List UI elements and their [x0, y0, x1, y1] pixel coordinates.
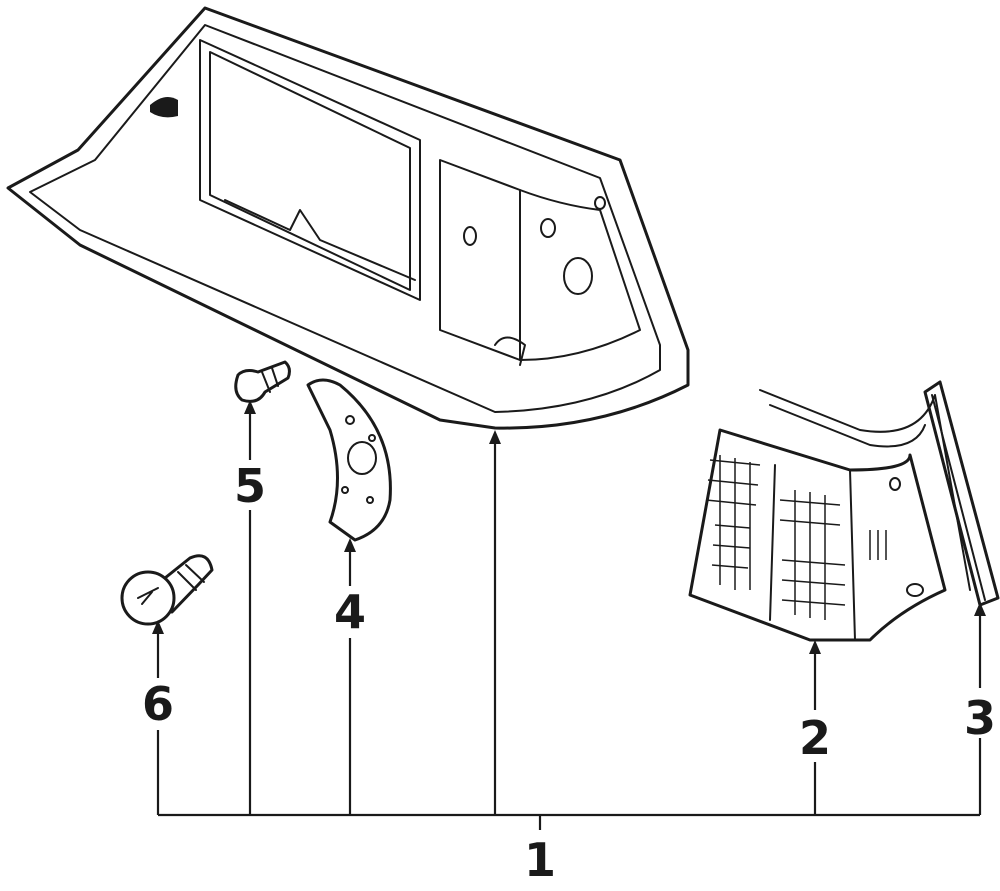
callout-2: 2 — [799, 711, 831, 765]
lamp-housing — [6, 6, 690, 430]
callout-4: 4 — [334, 585, 366, 639]
reflector-plate — [306, 378, 392, 542]
callout-3: 3 — [964, 691, 996, 745]
callout-1: 1 — [524, 833, 556, 887]
lens — [688, 389, 971, 642]
leader-lines — [152, 400, 986, 830]
bayonet-bulb — [120, 554, 214, 626]
wedge-bulb — [234, 360, 291, 403]
callout-5: 5 — [234, 459, 266, 513]
callout-6: 6 — [142, 677, 174, 731]
gasket — [923, 380, 1000, 607]
lens-texture — [705, 455, 887, 620]
